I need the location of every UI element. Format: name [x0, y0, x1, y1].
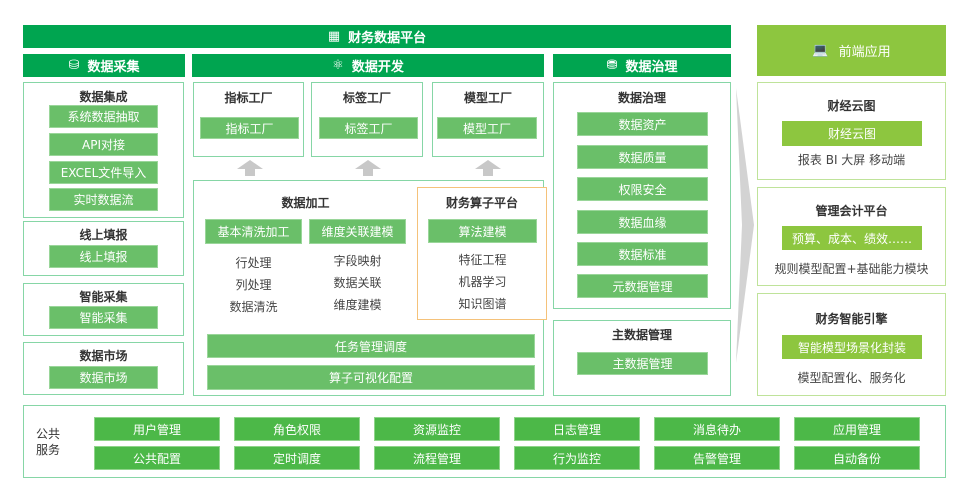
app-button[interactable]: 智能模型场景化封装 [782, 335, 922, 359]
operator-visual-button[interactable]: 算子可视化配置 [207, 365, 535, 390]
service-button[interactable]: 用户管理 [94, 417, 220, 441]
operator-platform-box: 财务算子平台 [417, 187, 547, 320]
collection-header: ⛁数据采集 [23, 54, 185, 77]
cleaning-button[interactable]: 基本清洗加工 [205, 219, 302, 244]
factory-button[interactable]: 指标工厂 [200, 117, 299, 139]
master-data-button[interactable]: 主数据管理 [577, 352, 708, 375]
factory-button[interactable]: 标签工厂 [319, 117, 418, 139]
governance-item[interactable]: 元数据管理 [577, 274, 708, 298]
frontend-header: 💻前端应用 [757, 25, 946, 76]
app-button[interactable]: 预算、成本、绩效…… [782, 226, 922, 250]
platform-header: ▦财务数据平台 [23, 25, 731, 48]
governance-header: ⛃数据治理 [553, 54, 731, 77]
governance-item[interactable]: 数据标准 [577, 242, 708, 266]
app-desc: 模型配置化、服务化 [797, 371, 906, 385]
arrow-up-icon [355, 160, 381, 176]
service-button[interactable]: 角色权限 [234, 417, 360, 441]
task-schedule-button[interactable]: 任务管理调度 [207, 334, 535, 358]
modeling-button[interactable]: 维度关联建模 [309, 219, 406, 244]
service-button[interactable]: 日志管理 [514, 417, 640, 441]
public-services-label: 公共服务 [36, 427, 61, 457]
app-desc: 报表 BI 大屏 移动端 [797, 153, 906, 167]
service-button[interactable]: 资源监控 [374, 417, 500, 441]
algorithm-button[interactable]: 算法建模 [428, 219, 537, 243]
service-button[interactable]: 公共配置 [94, 446, 220, 470]
public-row-2: 公共配置 定时调度 流程管理 行为监控 告警管理 自动备份 [94, 446, 920, 470]
arrow-up-icon [237, 160, 263, 176]
chevron-right-icon [736, 88, 754, 363]
operator-list: 特征工程机器学习知识图谱 [458, 253, 507, 311]
integration-item[interactable]: API对接 [49, 133, 158, 156]
service-button[interactable]: 自动备份 [794, 446, 920, 470]
integration-item[interactable]: 系统数据抽取 [49, 105, 158, 128]
governance-item[interactable]: 权限安全 [577, 177, 708, 201]
online-button[interactable]: 线上填报 [49, 245, 158, 268]
service-button[interactable]: 消息待办 [654, 417, 780, 441]
service-button[interactable]: 应用管理 [794, 417, 920, 441]
arrow-up-icon [475, 160, 501, 176]
service-button[interactable]: 流程管理 [374, 446, 500, 470]
governance-item[interactable]: 数据血缘 [577, 210, 708, 234]
processing-title: 数据加工 [281, 196, 330, 210]
integration-item[interactable]: EXCEL文件导入 [49, 161, 158, 184]
service-button[interactable]: 行为监控 [514, 446, 640, 470]
governance-item[interactable]: 数据质量 [577, 145, 708, 169]
governance-item[interactable]: 数据资产 [577, 112, 708, 136]
smart-button[interactable]: 智能采集 [49, 306, 158, 329]
database-icon: ⛃ [606, 58, 618, 73]
laptop-icon: 💻 [812, 43, 829, 58]
app-desc: 规则模型配置+基础能力模块 [774, 262, 929, 276]
grid-icon: ▦ [327, 29, 341, 44]
integration-item[interactable]: 实时数据流 [49, 188, 158, 211]
atom-icon: ⚛ [332, 58, 344, 73]
cleaning-list: 行处理列处理数据清洗 [229, 256, 278, 314]
development-header: ⚛数据开发 [192, 54, 544, 77]
modeling-list: 字段映射数据关联维度建模 [333, 254, 382, 312]
service-button[interactable]: 定时调度 [234, 446, 360, 470]
factory-button[interactable]: 模型工厂 [437, 117, 537, 139]
app-button[interactable]: 财经云图 [782, 121, 922, 146]
public-row-1: 用户管理 角色权限 资源监控 日志管理 消息待办 应用管理 [94, 417, 920, 441]
service-button[interactable]: 告警管理 [654, 446, 780, 470]
market-button[interactable]: 数据市场 [49, 366, 158, 389]
collect-icon: ⛁ [68, 58, 80, 73]
